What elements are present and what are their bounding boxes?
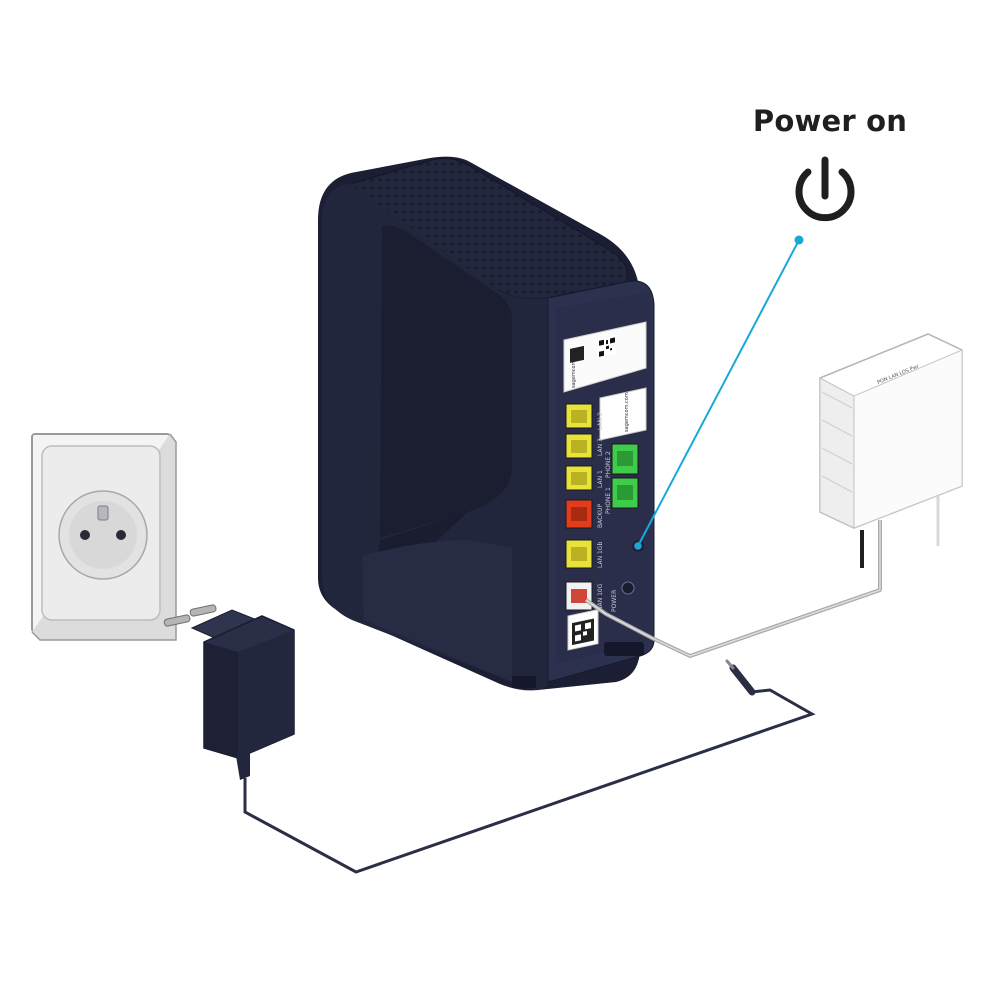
power-callout [634, 156, 855, 550]
router-label-url: sagemcom.com [624, 392, 630, 432]
fiber-cable [584, 520, 882, 658]
port-phone-1 [611, 477, 639, 509]
port-backup [565, 499, 593, 529]
power-adapter [163, 604, 295, 780]
ethernet-ports [565, 403, 639, 611]
port-label: BACKUP [597, 504, 604, 528]
router-brand: sagemcom [571, 360, 577, 388]
wan-label: WAN 10G [597, 583, 604, 612]
dc-power-jack [621, 581, 635, 595]
callout-dot-top [794, 235, 804, 245]
port-lan-mid [565, 433, 593, 459]
port-label: PHONE 1 [605, 487, 612, 514]
port-label: PHONE 2 [605, 451, 612, 478]
router-bottom-qr [567, 609, 599, 651]
port-label: LAN 2 [597, 412, 604, 430]
router: sagemcom sagemcom.com LAN 2 LAN 1 LAN 3 … [318, 156, 655, 691]
callout-leader-line [637, 239, 800, 547]
port-lan-top [565, 403, 593, 429]
port-label: LAN 3 [597, 438, 604, 456]
power-on-title: Power on [752, 104, 908, 138]
power-icon [795, 156, 855, 222]
port-label: LAN 1Gb [597, 542, 604, 568]
wall-socket [31, 433, 177, 641]
port-label: LAN 1 [597, 470, 604, 488]
power-label: POWER [611, 590, 618, 612]
port-phone-2 [611, 443, 639, 475]
port-wan [565, 581, 593, 611]
fiber-ont-box: PON LAN LOS Pwr [819, 333, 963, 568]
power-cable [243, 659, 816, 874]
port-lan-low [565, 465, 593, 491]
callout-dot-bottom [634, 542, 642, 550]
sticker-qr-code [598, 336, 616, 358]
port-lan-1gb [565, 539, 593, 569]
